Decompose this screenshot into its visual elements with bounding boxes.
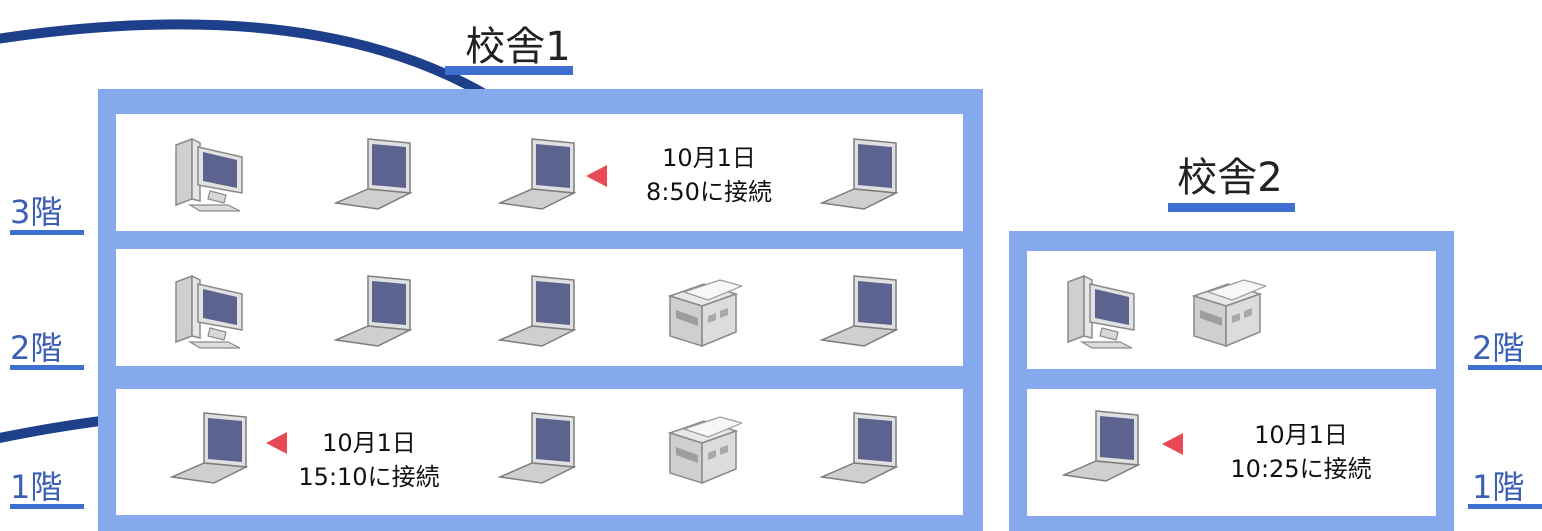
- laptop-icon: [820, 270, 900, 350]
- laptop-icon: [820, 407, 900, 487]
- laptop-icon: [334, 270, 414, 350]
- floor-label-underline: [10, 504, 84, 509]
- laptop-icon: [334, 133, 414, 213]
- building-1-floor-1-label: 1階: [10, 468, 63, 506]
- pointer-arrow-icon: [1162, 433, 1183, 455]
- building-1-title-underline: [445, 66, 573, 75]
- connection-note: 10月1日 8:50に接続: [614, 141, 804, 209]
- building-2-title: 校舎2: [1177, 155, 1283, 201]
- floor-label-underline: [1468, 365, 1542, 370]
- connection-date: 10月1日: [662, 144, 756, 172]
- building-1-title: 校舎1: [465, 24, 571, 70]
- connection-time: 15:10に接続: [298, 463, 440, 491]
- floor-label-underline: [10, 365, 84, 370]
- building-2-floor-1: [1027, 389, 1436, 516]
- laptop-icon: [170, 407, 250, 487]
- desktop-pc-icon: [1062, 270, 1142, 350]
- printer-icon: [662, 270, 742, 350]
- laptop-icon: [1062, 405, 1142, 485]
- pointer-arrow-icon: [266, 432, 287, 454]
- connection-note: 10月1日 10:25に接続: [1206, 418, 1396, 486]
- printer-icon: [1186, 270, 1266, 350]
- pointer-arrow-icon: [586, 165, 607, 187]
- connection-time: 10:25に接続: [1230, 455, 1372, 483]
- connection-note: 10月1日 15:10に接続: [284, 426, 454, 494]
- desktop-pc-icon: [170, 133, 250, 213]
- laptop-icon: [820, 133, 900, 213]
- building-2-floor-2-label: 2階: [1472, 329, 1525, 367]
- connection-time: 8:50に接続: [646, 178, 772, 206]
- building-1-floor-3-label: 3階: [10, 193, 63, 231]
- printer-icon: [662, 407, 742, 487]
- building-2-title-underline: [1168, 203, 1295, 212]
- laptop-icon: [498, 133, 578, 213]
- laptop-icon: [498, 270, 578, 350]
- building-1-floor-2-label: 2階: [10, 329, 63, 367]
- building-2-floor-1-label: 1階: [1472, 468, 1525, 506]
- floor-label-underline: [1468, 504, 1542, 509]
- desktop-pc-icon: [170, 270, 250, 350]
- connection-date: 10月1日: [1254, 421, 1348, 449]
- connection-date: 10月1日: [322, 429, 416, 457]
- floor-label-underline: [10, 230, 84, 235]
- laptop-icon: [498, 407, 578, 487]
